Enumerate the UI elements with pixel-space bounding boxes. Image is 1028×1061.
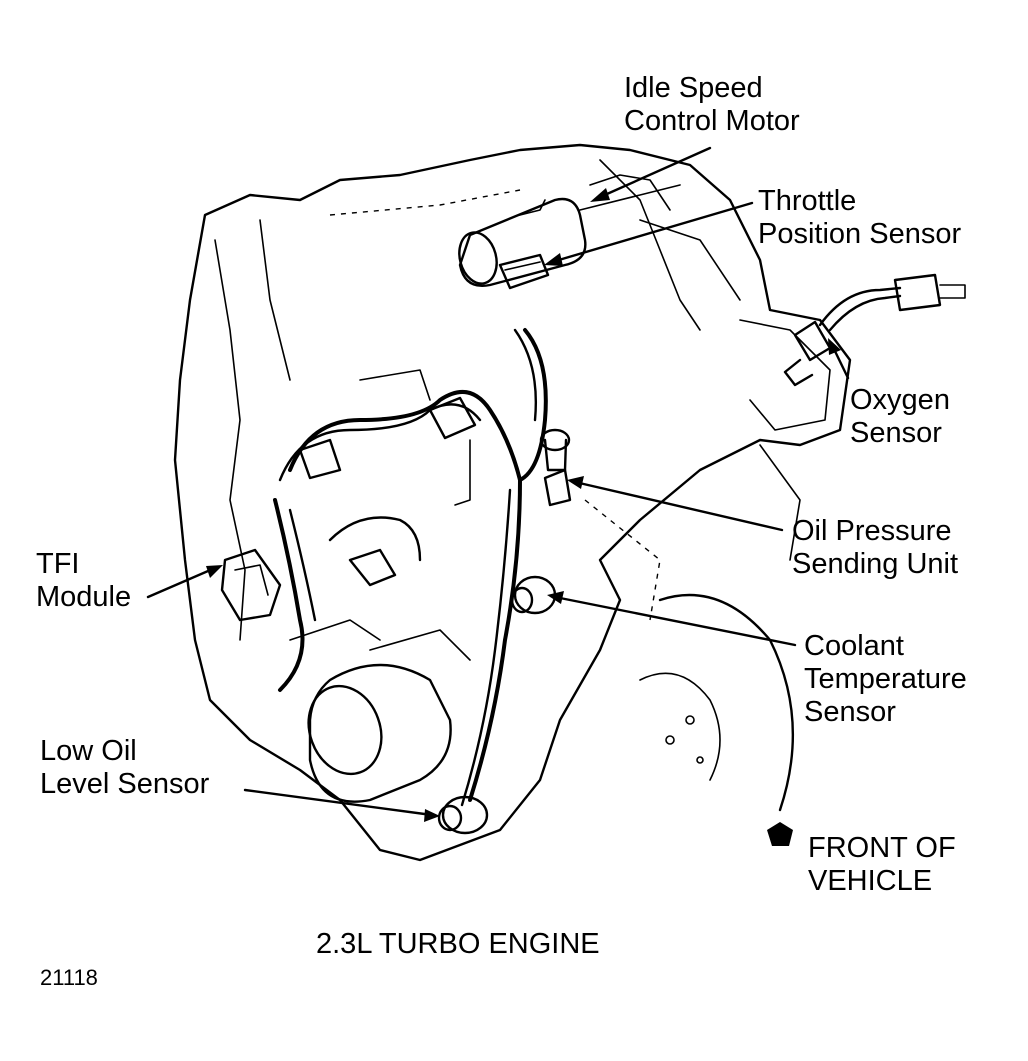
oil-filter-drawing [289,619,471,803]
oxygen-sensor-drawing [783,273,966,387]
engine-block-outline [173,143,852,862]
label-idle-speed-control-motor: Idle Speed Control Motor [624,72,800,137]
label-throttle-position-sensor: Throttle Position Sensor [758,185,962,250]
leader-lines [146,146,850,822]
pentagon-icon [767,822,793,846]
crank-pulley-drawing [639,593,795,812]
low-oil-level-sensor-drawing [437,795,489,835]
label-front-of-vehicle: FRONT OF VEHICLE [808,832,956,897]
diagram-caption: 2.3L TURBO ENGINE [316,928,600,960]
label-low-oil-level-sensor: Low Oil Level Sensor [40,735,210,800]
tfi-module-drawing [220,548,282,622]
label-oxygen-sensor: Oxygen Sensor [850,384,950,449]
throttle-position-sensor-drawing [498,253,550,290]
label-coolant-temperature-sensor: Coolant Temperature Sensor [804,630,967,728]
figure-number: 21118 [40,965,98,990]
label-tfi-module: TFI Module [36,548,132,613]
wiring-harness [273,328,571,807]
label-oil-pressure-sending-unit: Oil Pressure Sending Unit [792,515,959,580]
oil-pressure-sending-unit-drawing [543,468,572,507]
idle-speed-control-motor-drawing [458,174,681,287]
